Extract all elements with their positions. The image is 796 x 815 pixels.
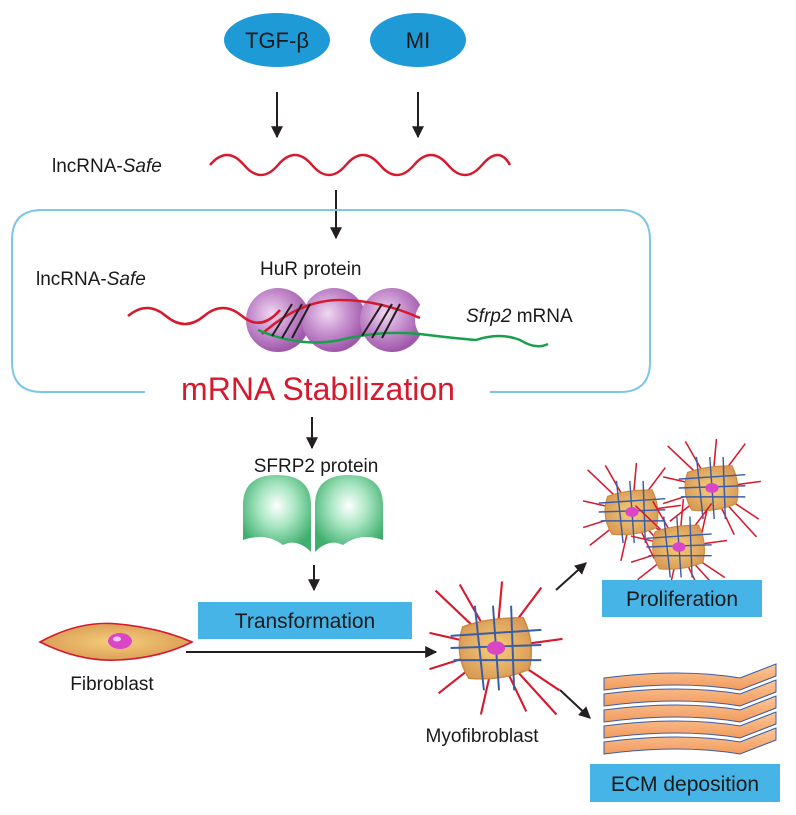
stabilization-frame [11, 209, 651, 393]
tgf-beta-node: TGF-β [224, 13, 330, 67]
lncrna-safe-top-strand [209, 153, 512, 177]
mi-node: MI [370, 13, 466, 67]
hur-protein-complex [246, 288, 432, 352]
lncrna-safe-complex-strand [127, 306, 281, 326]
myofibroblast-cell [428, 580, 564, 716]
arrow-to-ecm [559, 689, 591, 719]
lncrna-safe-complex-label: lncRNA-Safe [36, 269, 146, 290]
base-pairing-hatches [271, 303, 401, 339]
ecm-deposition-box: ECM deposition [590, 764, 780, 802]
fibroblast-label: Fibroblast [70, 674, 154, 695]
transformation-label: Transformation [235, 610, 375, 633]
ecm-fibers [603, 663, 777, 755]
transformation-box: Transformation [198, 602, 412, 639]
hur-protein-label: HuR protein [260, 259, 361, 280]
hur-notch [415, 300, 432, 340]
fibroblast-cell [38, 622, 194, 661]
proliferation-box: Proliferation [602, 580, 762, 617]
proliferating-cells [582, 438, 762, 596]
lncrna-safe-top-label: lncRNA-Safe [52, 156, 162, 177]
mi-ellipse [370, 13, 466, 67]
tgf-beta-label: TGF-β [245, 28, 309, 53]
sfrp2-mrna-strand [257, 328, 549, 348]
ecm-deposition-label: ECM deposition [611, 773, 759, 796]
proliferation-box-bg [602, 580, 762, 617]
sfrp2-protein-complex [243, 475, 383, 552]
ecm-deposition-box-bg [590, 764, 780, 802]
tgf-beta-ellipse [224, 13, 330, 67]
sfrp2-mrna-label: Sfrp2 mRNA [466, 306, 573, 327]
sfrp2-protein-label: SFRP2 protein [254, 456, 379, 477]
sfrp2-protein-1 [243, 475, 311, 552]
proliferation-label: Proliferation [626, 588, 738, 611]
sfrp2-protein-2 [315, 475, 383, 552]
mrna-stabilization-title: mRNA Stabilization [181, 371, 455, 407]
mi-label: MI [406, 28, 430, 53]
myofibroblast-label: Myofibroblast [426, 726, 540, 747]
fibroblast-nucleus [108, 633, 132, 649]
transformation-box-bg [198, 602, 412, 639]
arrow-to-proliferation [555, 562, 587, 591]
hur-protein-2 [302, 288, 366, 352]
